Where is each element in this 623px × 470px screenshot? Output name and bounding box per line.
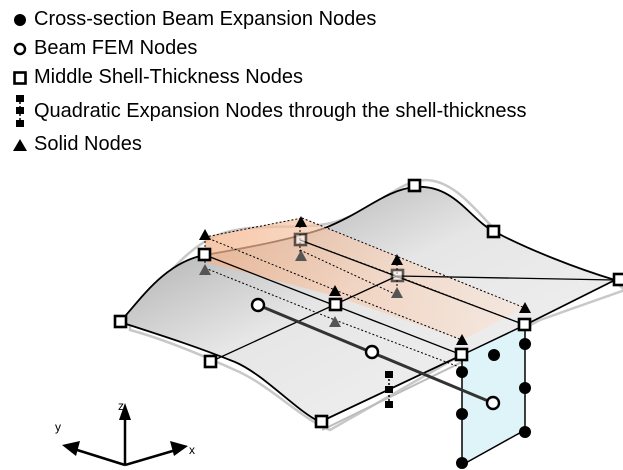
legend-label: Beam FEM Nodes [34,37,198,59]
beam-fem-node [364,344,380,360]
solid-node [295,216,307,227]
quadratic-node [385,371,393,378]
legend-item-solid-nodes: Solid Nodes [8,130,527,159]
grid-line [396,275,616,281]
legend-label: Solid Nodes [34,133,142,155]
cross-section-node [456,408,468,420]
quadratic-node [385,401,393,408]
legend-label: Quadratic Expansion Nodes through the sh… [34,99,527,122]
solid-node [199,264,211,275]
middle-shell-node [113,314,128,329]
middle-shell-node [407,178,422,193]
middle-shell-node [203,354,218,369]
shell-bottom-edge [321,361,463,431]
cross-section-node [488,349,500,361]
filled-triangle-icon [8,137,32,153]
z-arrow-icon [119,403,131,420]
cross-section-node [519,382,531,394]
solid-edge [204,236,336,291]
y-axis [73,447,126,467]
legend: Cross-section Beam Expansion Nodes Beam … [8,5,527,159]
grid-line [299,239,526,326]
quadratic-node [385,386,393,393]
legend-item-beam-fem-nodes: Beam FEM Nodes [8,34,527,63]
solid-node [391,287,403,298]
beam-axis [250,297,501,411]
solid-edge [301,217,526,309]
middle-shell-nodes [113,178,623,429]
beam-fem-node [250,297,266,313]
solid-node [391,254,403,265]
legend-label: Cross-section Beam Expansion Nodes [34,8,377,30]
solid-edge [204,217,303,238]
middle-shell-node [314,414,329,429]
cross-section-nodes [456,338,531,469]
stacked-squares-icon [8,94,32,128]
solid-node [329,316,341,327]
middle-shell-node [517,317,532,332]
middle-shell-node [612,272,623,287]
solid-nodes [199,216,531,345]
legend-label: Middle Shell-Thickness Nodes [34,66,304,88]
solid-node [329,285,341,296]
z-axis-label: z [118,399,124,413]
quadratic-expansion-nodes [385,371,393,408]
middle-shell-node [293,232,308,247]
solid-region-fill [205,218,525,340]
solid-region [204,217,526,369]
middle-shell-node [328,297,343,312]
open-circle-icon [8,41,32,57]
legend-item-cross-section-nodes: Cross-section Beam Expansion Nodes [8,5,527,34]
cross-section-node [456,366,468,378]
cross-section-node [519,426,531,438]
grid-line [209,275,398,363]
middle-shell-node [390,268,405,283]
solid-node [199,229,211,240]
x-axis-label: x [189,443,195,457]
legend-item-middle-shell-nodes: Middle Shell-Thickness Nodes [8,63,527,92]
cross-section-node [456,457,468,469]
beam-fem-node [485,395,501,411]
legend-item-quadratic-expansion-nodes: Quadratic Expansion Nodes through the sh… [8,92,527,130]
solid-edge [299,249,398,296]
solid-edge [334,319,463,369]
solid-node [295,250,307,261]
x-arrow-icon [170,441,188,456]
middle-shell-node [197,247,212,262]
filled-circle-icon [8,12,32,28]
y-arrow-icon [62,441,80,456]
solid-edge [334,289,463,341]
cross-section-node [519,338,531,350]
open-square-icon [8,70,32,86]
solid-edge [204,267,336,321]
coordinate-axes [62,403,188,467]
y-axis-label: y [55,420,61,434]
middle-shell-node [454,347,469,362]
solid-node [456,334,468,345]
x-axis [124,448,177,467]
solid-node [519,302,531,313]
middle-shell-node [486,224,501,239]
